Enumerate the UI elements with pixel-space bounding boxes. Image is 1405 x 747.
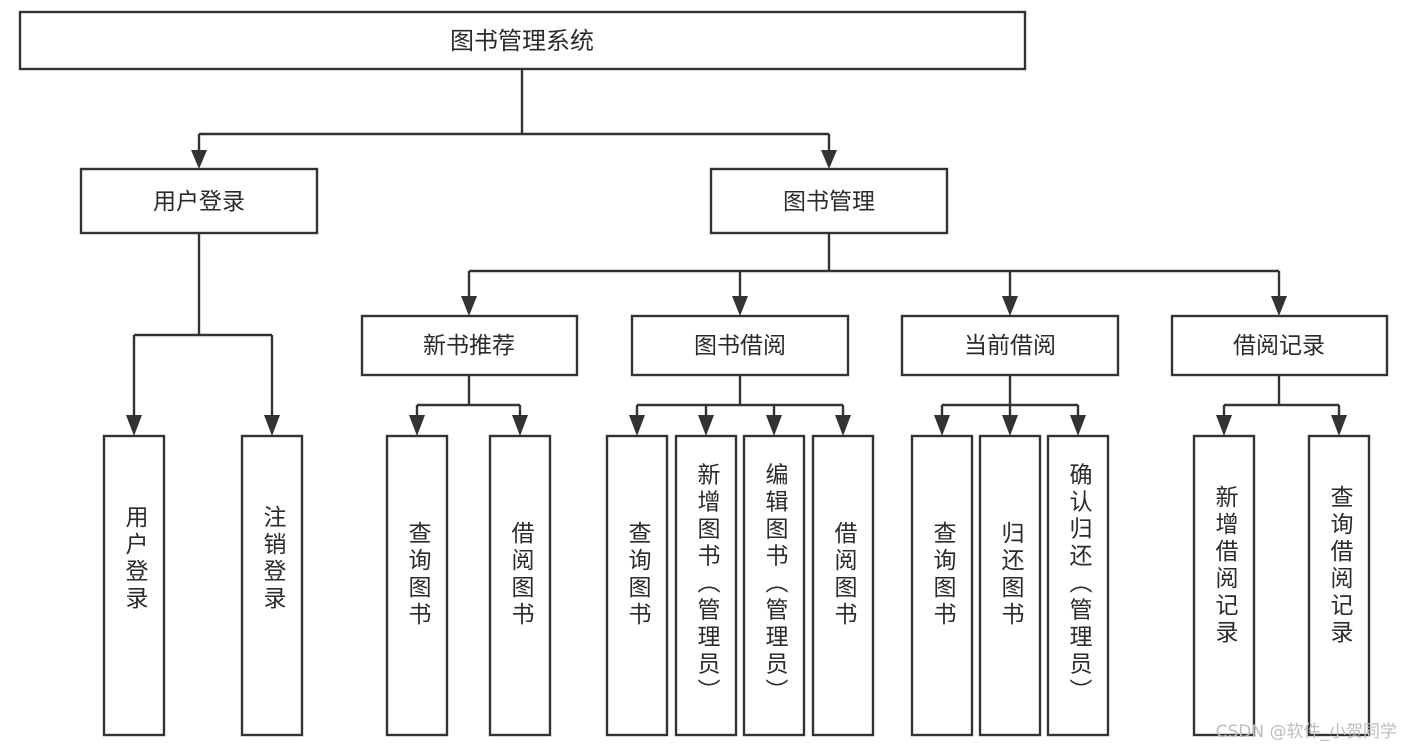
- node-leaf-add-book[interactable]: 新增图书（管理员）: [674, 434, 738, 737]
- leaf-add-record-box: [1192, 434, 1256, 737]
- node-leaf-add-record[interactable]: 新增借阅记录: [1192, 434, 1256, 737]
- leaf-add-record-label: 新增借阅记录: [1211, 485, 1239, 647]
- arrow-leaf-edit-book: [766, 415, 782, 436]
- leaf-add-book-label: 新增图书（管理员）: [693, 463, 721, 706]
- node-leaf-confirm-return[interactable]: 确认归还（管理员）: [1046, 434, 1110, 737]
- borrow-record-label: 借阅记录: [1233, 333, 1325, 359]
- leaf-query-book-3-label: 查询图书: [929, 521, 957, 629]
- arrow-leaf-user-login: [126, 415, 142, 436]
- arrow-leaf-query-book-3: [934, 415, 950, 436]
- node-leaf-edit-book[interactable]: 编辑图书（管理员）: [742, 434, 806, 737]
- node-leaf-user-logout[interactable]: 注销登录: [240, 434, 304, 737]
- leaf-query-book-2-box: [605, 434, 669, 737]
- user-login-label: 用户登录: [153, 189, 245, 215]
- arrow-leaf-query-record: [1331, 415, 1347, 436]
- book-borrow-label: 图书借阅: [694, 333, 786, 359]
- leaf-return-book-label: 归还图书: [997, 521, 1025, 629]
- arrow-user-login: [191, 150, 207, 169]
- csdn-watermark: CSDN @软件_小贺同学: [1215, 722, 1397, 742]
- arrow-current-borrow: [1002, 296, 1018, 316]
- leaf-borrow-book-1-box: [488, 434, 552, 737]
- connector-group: [126, 69, 1347, 436]
- node-user-login[interactable]: 用户登录: [79, 167, 319, 235]
- node-root[interactable]: 图书管理系统: [18, 10, 1027, 71]
- node-leaf-borrow-book-2[interactable]: 借阅图书: [811, 434, 875, 737]
- arrow-leaf-add-record: [1216, 415, 1232, 436]
- book-manage-label: 图书管理: [783, 189, 875, 215]
- arrow-leaf-add-book: [698, 415, 714, 436]
- arrow-leaf-return-book: [1002, 415, 1018, 436]
- node-leaf-return-book[interactable]: 归还图书: [978, 434, 1042, 737]
- arrow-leaf-borrow-book-2: [835, 415, 851, 436]
- leaf-edit-book-box: [742, 434, 806, 737]
- leaf-user-login-label: 用户登录: [121, 505, 149, 613]
- borrow-record-box: [1170, 314, 1389, 377]
- leaf-confirm-return-box: [1046, 434, 1110, 737]
- arrow-leaf-borrow-book-1: [512, 415, 528, 436]
- arrow-leaf-query-book-2: [629, 415, 645, 436]
- node-book-manage[interactable]: 图书管理: [709, 167, 949, 235]
- book-borrow-box: [630, 314, 850, 377]
- arrow-borrow-record: [1271, 296, 1287, 316]
- current-borrow-label: 当前借阅: [964, 333, 1056, 359]
- leaf-user-login-box: [102, 434, 166, 737]
- leaf-user-logout-label: 注销登录: [259, 505, 287, 613]
- leaf-add-book-box: [674, 434, 738, 737]
- leaf-borrow-book-2-box: [811, 434, 875, 737]
- node-leaf-user-login[interactable]: 用户登录: [102, 434, 166, 737]
- node-current-borrow[interactable]: 当前借阅: [900, 314, 1120, 377]
- leaf-borrow-book-1-label: 借阅图书: [507, 521, 535, 629]
- node-new-book-recommend[interactable]: 新书推荐: [360, 314, 579, 377]
- leaf-query-book-1-label: 查询图书: [404, 521, 432, 629]
- leaf-query-book-2-label: 查询图书: [624, 521, 652, 629]
- node-borrow-record[interactable]: 借阅记录: [1170, 314, 1389, 377]
- arrow-book-manage: [821, 150, 837, 169]
- new-book-recommend-box: [360, 314, 579, 377]
- arrow-leaf-user-logout: [264, 415, 280, 436]
- arrow-leaf-query-book-1: [409, 415, 425, 436]
- node-leaf-query-book-1[interactable]: 查询图书: [385, 434, 449, 737]
- book-manage-box: [709, 167, 949, 235]
- user-login-box: [79, 167, 319, 235]
- leaf-confirm-return-label: 确认归还（管理员）: [1065, 463, 1093, 706]
- node-leaf-borrow-book-1[interactable]: 借阅图书: [488, 434, 552, 737]
- root-box: [18, 10, 1027, 71]
- leaf-query-book-3-box: [910, 434, 974, 737]
- node-leaf-query-book-3[interactable]: 查询图书: [910, 434, 974, 737]
- leaf-return-book-box: [978, 434, 1042, 737]
- node-book-borrow[interactable]: 图书借阅: [630, 314, 850, 377]
- new-book-recommend-label: 新书推荐: [423, 333, 515, 359]
- arrow-leaf-confirm-return: [1070, 415, 1086, 436]
- arrow-book-borrow: [732, 296, 748, 316]
- current-borrow-box: [900, 314, 1120, 377]
- leaf-query-record-label: 查询借阅记录: [1326, 485, 1354, 647]
- leaf-query-book-1-box: [385, 434, 449, 737]
- leaf-edit-book-label: 编辑图书（管理员）: [761, 463, 789, 706]
- root-label: 图书管理系统: [450, 27, 594, 55]
- leaf-user-logout-box: [240, 434, 304, 737]
- leaf-query-record-box: [1307, 434, 1371, 737]
- leaf-borrow-book-2-label: 借阅图书: [830, 521, 858, 629]
- arrow-new-book-recommend: [461, 296, 477, 316]
- node-leaf-query-record[interactable]: 查询借阅记录: [1307, 434, 1371, 737]
- node-leaf-query-book-2[interactable]: 查询图书: [605, 434, 669, 737]
